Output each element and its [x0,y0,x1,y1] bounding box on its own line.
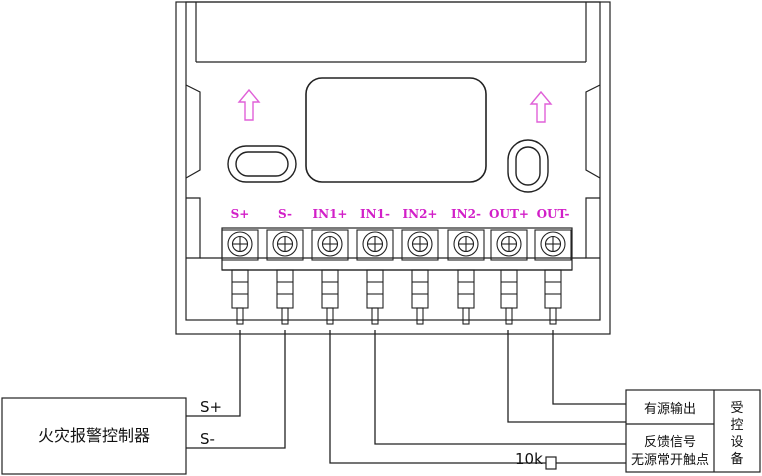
wire-in1-minus [374,330,626,445]
device-side-char-1: 受 [730,401,743,416]
terminal-label-in1-plus: IN1+ [313,207,348,221]
device-side-char-2: 控 [730,418,743,433]
wire-label-s-minus: S- [200,430,215,448]
controlled-device-box [625,389,761,473]
up-arrow-left-icon [237,88,261,121]
terminal-screw-5 [401,229,439,325]
right-slot [507,139,549,193]
device-side-char-4: 备 [730,451,743,467]
wire-in1-plus [329,330,546,464]
terminal-label-s-minus: S- [278,207,292,221]
terminal-screw-4 [356,229,394,325]
terminal-label-in2-plus: IN2+ [403,207,438,221]
device-side-char-3: 设 [730,435,743,450]
terminal-screw-2 [266,229,304,325]
terminal-screw-8 [534,229,572,325]
terminal-screw-7 [490,229,528,325]
left-slot [227,145,297,183]
terminal-label-in2-minus: IN2- [451,207,481,221]
center-window [305,77,487,183]
wire-out-minus [552,330,626,405]
wire-out-plus [507,330,626,423]
wire-s-minus [186,330,286,449]
resistor-label: 10k [515,450,543,468]
up-arrow-right-icon [529,90,553,123]
terminal-label-out-minus: OUT- [537,207,570,221]
wire-s-plus [186,330,241,417]
terminal-screws [221,229,572,325]
terminal-label-s-plus: S+ [231,207,250,221]
terminal-label-in1-minus: IN1- [360,207,390,221]
terminal-screw-3 [311,229,349,325]
wire-label-s-plus: S+ [200,398,222,416]
device-output-label: 有源输出 [644,401,696,417]
terminal-label-out-plus: OUT+ [489,207,529,221]
wires [186,330,626,464]
device-feedback-line2: 无源常开触点 [631,453,709,468]
terminal-screw-1 [221,229,259,325]
terminal-screw-6 [447,229,485,325]
fire-alarm-controller-box [1,397,187,475]
fire-alarm-controller-label: 火灾报警控制器 [38,426,150,445]
resistor-symbol [545,456,557,470]
device-feedback-line1: 反馈信号 [644,435,696,450]
